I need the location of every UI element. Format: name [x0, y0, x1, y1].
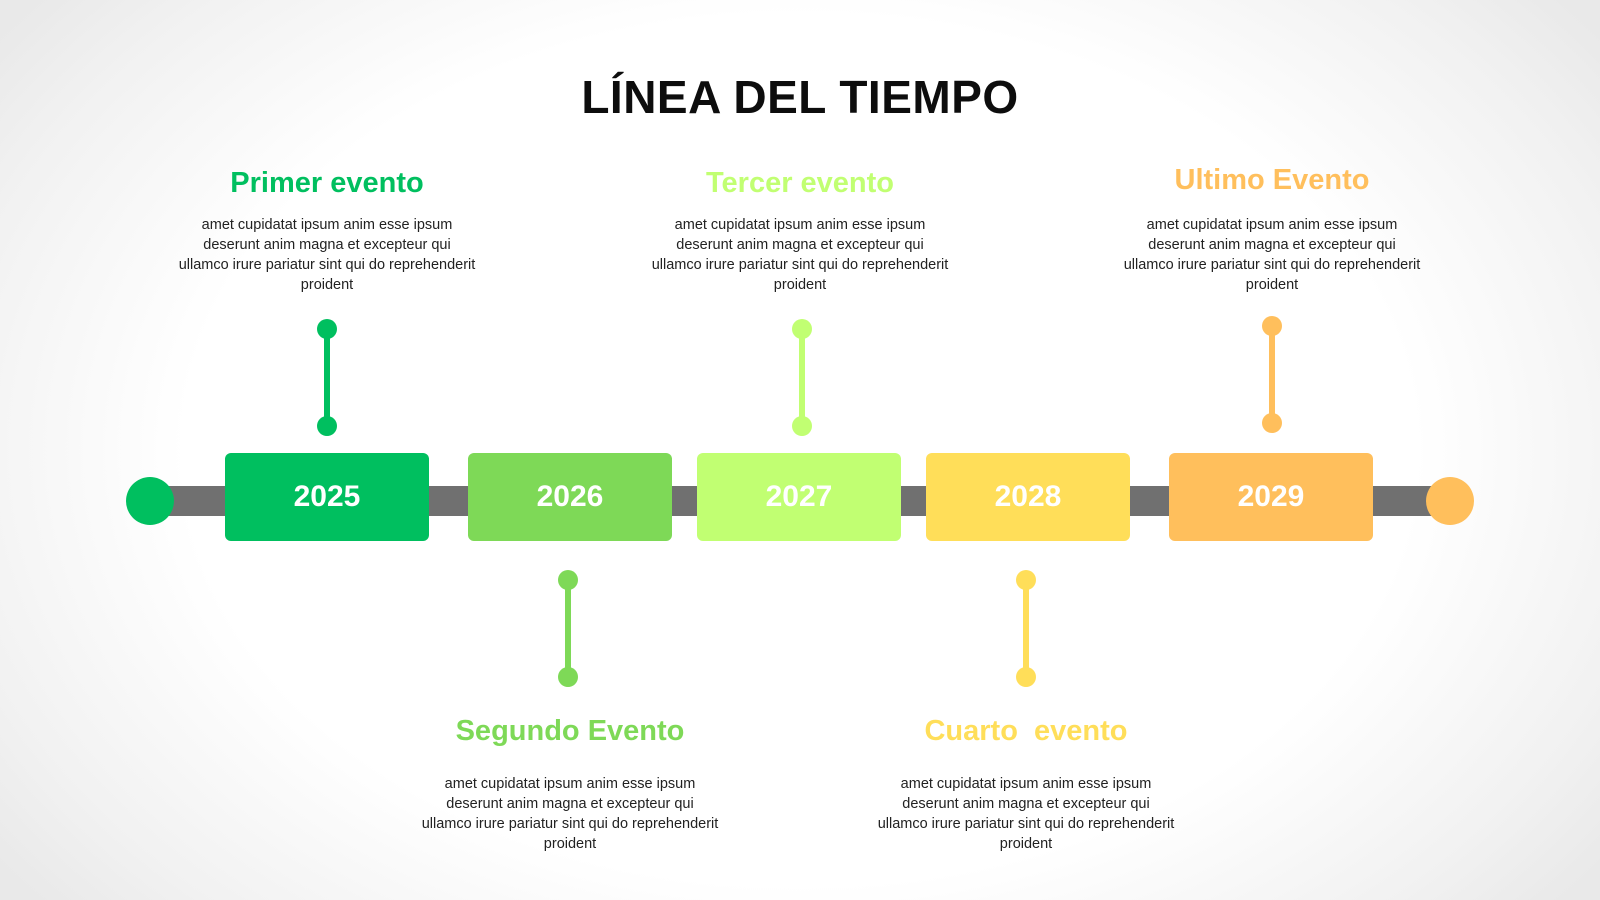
- event-title: Primer evento: [230, 167, 424, 199]
- connector-line: [1023, 580, 1029, 678]
- event-description: amet cupidatat ipsum anim esse ipsum des…: [421, 776, 719, 852]
- connector-dot-upper: [792, 319, 812, 339]
- connector-line: [565, 580, 571, 678]
- event-description: amet cupidatat ipsum anim esse ipsum des…: [1123, 217, 1421, 293]
- year-box-2028: 2028: [926, 453, 1130, 541]
- event-description: amet cupidatat ipsum anim esse ipsum des…: [178, 217, 476, 293]
- event-description: amet cupidatat ipsum anim esse ipsum des…: [651, 217, 949, 293]
- timeline-start-dot: [126, 477, 174, 525]
- connector-dot-upper: [317, 319, 337, 339]
- timeline-end-dot: [1426, 477, 1474, 525]
- connector-line: [799, 329, 805, 427]
- year-box-2029: 2029: [1169, 453, 1373, 541]
- connector-dot-lower: [317, 416, 337, 436]
- connector-line: [1269, 326, 1275, 424]
- year-box-2026: 2026: [468, 453, 672, 541]
- connector-dot-lower: [792, 416, 812, 436]
- connector-dot-upper: [1016, 570, 1036, 590]
- event-title: Cuarto evento: [924, 715, 1128, 747]
- connector-line: [324, 329, 330, 427]
- connector-dot-upper: [558, 570, 578, 590]
- connector-dot-lower: [558, 667, 578, 687]
- year-box-2027: 2027: [697, 453, 901, 541]
- event-title: Segundo Evento: [455, 715, 685, 747]
- connector-dot-lower: [1262, 413, 1282, 433]
- connector-dot-lower: [1016, 667, 1036, 687]
- event-title: Tercer evento: [705, 167, 895, 199]
- connector-dot-upper: [1262, 316, 1282, 336]
- event-description: amet cupidatat ipsum anim esse ipsum des…: [877, 776, 1175, 852]
- event-title: Ultimo Evento: [1174, 164, 1370, 196]
- year-box-2025: 2025: [225, 453, 429, 541]
- page-title: LÍNEA DEL TIEMPO: [581, 71, 1019, 123]
